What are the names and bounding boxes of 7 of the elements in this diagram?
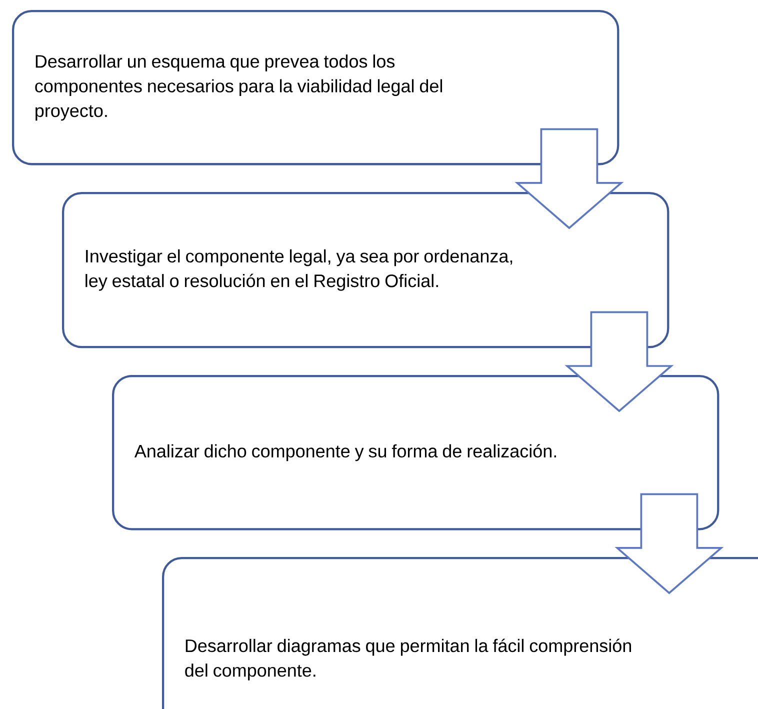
process-box: Analizar dicho componente y su forma de realización. (112, 375, 720, 530)
process-box: Desarrollar diagramas que permitan la fácil comprensión del componente. (162, 557, 758, 709)
process-box: Desarrollar un esquema que prevea todos los componentes necesarios para la viabilidad legal del proyecto. (12, 10, 620, 166)
process-box: Investigar el componente legal, ya sea por ordenanza, ley estatal o resolución en el Registro Oficial. (62, 192, 670, 348)
block-arrow (564, 311, 674, 412)
block-arrow (514, 128, 624, 230)
block-arrow (614, 493, 724, 594)
